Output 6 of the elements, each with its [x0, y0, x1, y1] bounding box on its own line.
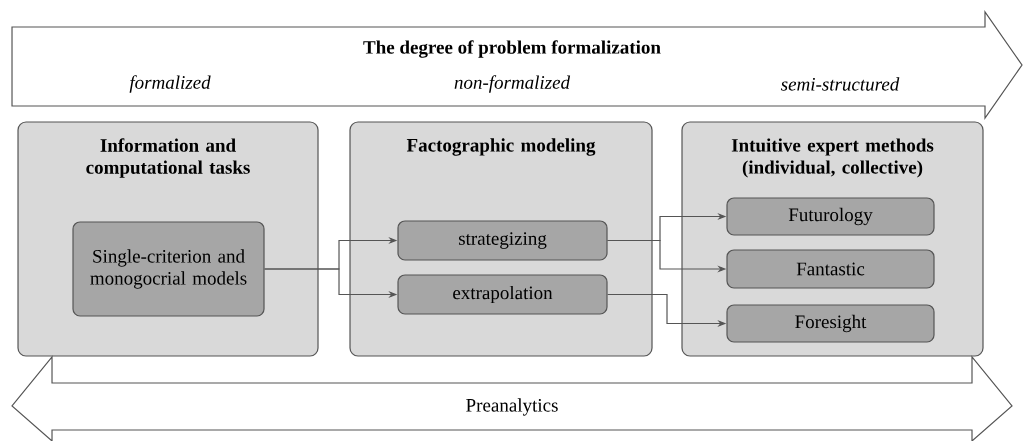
method-box: extrapolation — [397, 274, 608, 315]
method-box: strategizing — [397, 220, 608, 261]
method-box: Single-criterion and monogocrial models — [72, 221, 265, 317]
method-box: Fantastic — [726, 249, 935, 289]
method-box: Futurology — [726, 197, 935, 236]
method-box: Foresight — [726, 304, 935, 343]
